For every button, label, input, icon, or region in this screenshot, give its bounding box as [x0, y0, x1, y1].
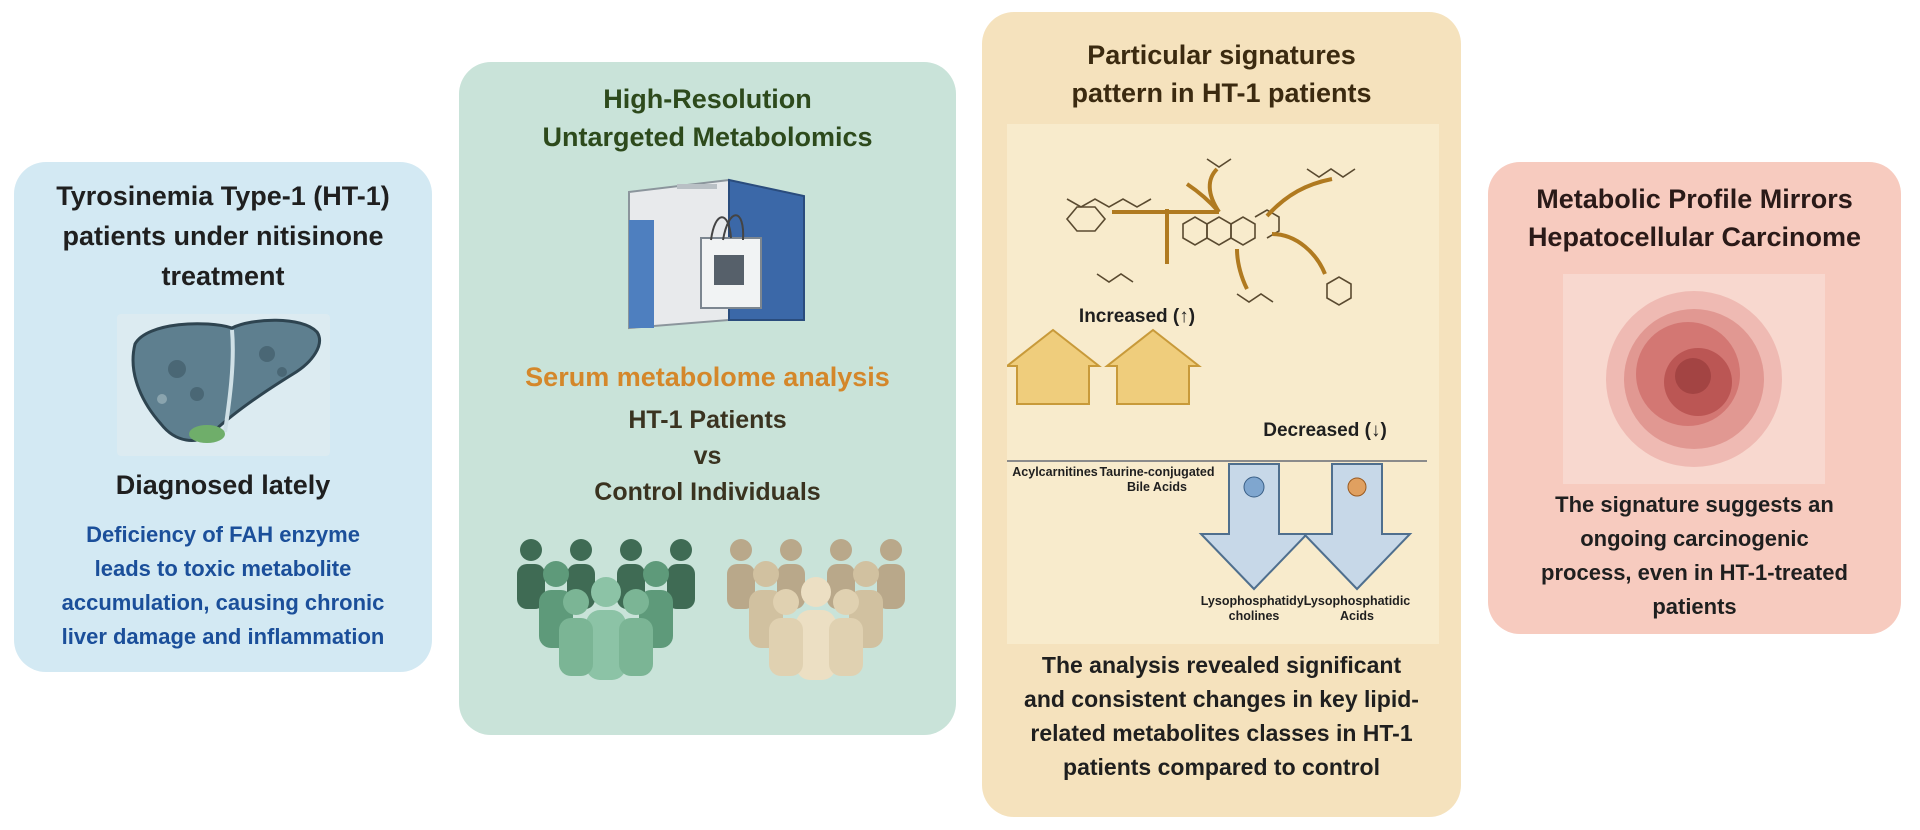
- metabolomics-panel: High-Resolution Untargeted Metabolomics …: [459, 62, 956, 735]
- desc-line: accumulation, causing chronic: [61, 590, 385, 615]
- title-line: treatment: [161, 261, 285, 291]
- panel-title: Metabolic Profile Mirrors Hepatocellular…: [1488, 180, 1901, 256]
- deficiency-description: Deficiency of FAH enzyme leads to toxic …: [34, 518, 412, 654]
- hypothesis-panel-ht1: Tyrosinemia Type-1 (HT-1) patients under…: [14, 162, 432, 672]
- desc-line: Deficiency of FAH enzyme: [86, 522, 360, 547]
- panel-title: High-Resolution Untargeted Metabolomics: [459, 80, 956, 156]
- title-line: High-Resolution: [603, 84, 812, 114]
- dec-item-label: Lysophosphatidyl: [1201, 594, 1308, 608]
- carcinoma-panel: Metabolic Profile Mirrors Hepatocellular…: [1488, 162, 1901, 634]
- control-individuals-group-icon: [727, 539, 905, 680]
- liver-icon: [131, 318, 321, 443]
- inc-item-label: Taurine-conjugated: [1099, 465, 1214, 479]
- summary-line: and consistent changes in key lipid-: [1024, 686, 1419, 712]
- diagnosis-label: Diagnosed lately: [115, 470, 331, 500]
- desc-line: patients: [1652, 594, 1737, 619]
- signatures-panel: Particular signatures pattern in HT-1 pa…: [982, 12, 1461, 817]
- metabolite-figure-svg: Increased (↑) Acylcarnitines Taurine-con…: [1004, 158, 1427, 623]
- desc-line: leads to toxic metabolite: [94, 556, 352, 581]
- title-line: Metabolic Profile Mirrors: [1536, 184, 1853, 214]
- increased-label: Increased (↑): [1079, 306, 1195, 327]
- dec-item-label: Lysophosphatidic: [1304, 594, 1411, 608]
- tumor-icon: [1606, 291, 1782, 467]
- mass-spectrometer-icon: [628, 178, 805, 330]
- title-line: patients under nitisinone: [62, 221, 384, 251]
- title-line: Hepatocellular Carcinome: [1527, 222, 1862, 252]
- group-ht1-label: HT-1 Patients: [628, 406, 787, 434]
- group-control-label: Control Individuals: [594, 478, 821, 506]
- decrease-arrow-icon: [1301, 463, 1413, 591]
- lysophosphatidic-acid-icon: [1347, 477, 1367, 497]
- desc-line: liver damage and inflammation: [61, 624, 385, 649]
- inc-item-label: Bile Acids: [1127, 480, 1187, 494]
- desc-line: ongoing carcinogenic: [1580, 526, 1809, 551]
- title-line: Untargeted Metabolomics: [542, 122, 873, 152]
- carcinogenic-description: The signature suggests an ongoing carcin…: [1518, 488, 1871, 624]
- desc-line: process, even in HT-1-treated: [1541, 560, 1848, 585]
- inc-item-label: Acylcarnitines: [1012, 465, 1098, 479]
- title-line: Tyrosinemia Type-1 (HT-1): [56, 181, 390, 211]
- decrease-arrow-icon: [1198, 463, 1310, 591]
- comparison-groups: HT-1 Patients vs Control Individuals: [459, 402, 956, 510]
- decreased-label: Decreased (↓): [1263, 420, 1387, 441]
- dec-item-label: Acids: [1340, 609, 1374, 623]
- summary-line: related metabolites classes in HT-1: [1030, 720, 1413, 746]
- vs-label: vs: [693, 442, 722, 470]
- panel-title: Particular signatures pattern in HT-1 pa…: [982, 36, 1461, 112]
- desc-line: The signature suggests an: [1555, 492, 1834, 517]
- metabolite-signature-figure: Increased (↑) Acylcarnitines Taurine-con…: [1004, 124, 1439, 644]
- dec-item-label: cholines: [1229, 609, 1280, 623]
- lysophosphatidylcholine-icon: [1243, 476, 1265, 498]
- mass-spectrometer-illustration: [619, 170, 809, 342]
- pathway-arrows: [1112, 167, 1333, 290]
- title-line: pattern in HT-1 patients: [1071, 78, 1372, 108]
- liver-illustration: [117, 314, 330, 456]
- ht1-patients-group-icon: [517, 539, 695, 680]
- summary-line: The analysis revealed significant: [1041, 652, 1402, 678]
- analysis-summary: The analysis revealed significant and co…: [1002, 648, 1441, 784]
- panel-title: Tyrosinemia Type-1 (HT-1) patients under…: [14, 176, 432, 296]
- summary-line: patients compared to control: [1063, 754, 1380, 780]
- serum-analysis-label: Serum metabolome analysis: [525, 362, 890, 392]
- title-line: Particular signatures: [1087, 40, 1356, 70]
- people-groups-illustration: [517, 539, 905, 680]
- increase-arrow-icon: [1004, 328, 1102, 405]
- increase-arrow-icon: [1104, 328, 1202, 405]
- tumor-illustration: [1563, 274, 1825, 484]
